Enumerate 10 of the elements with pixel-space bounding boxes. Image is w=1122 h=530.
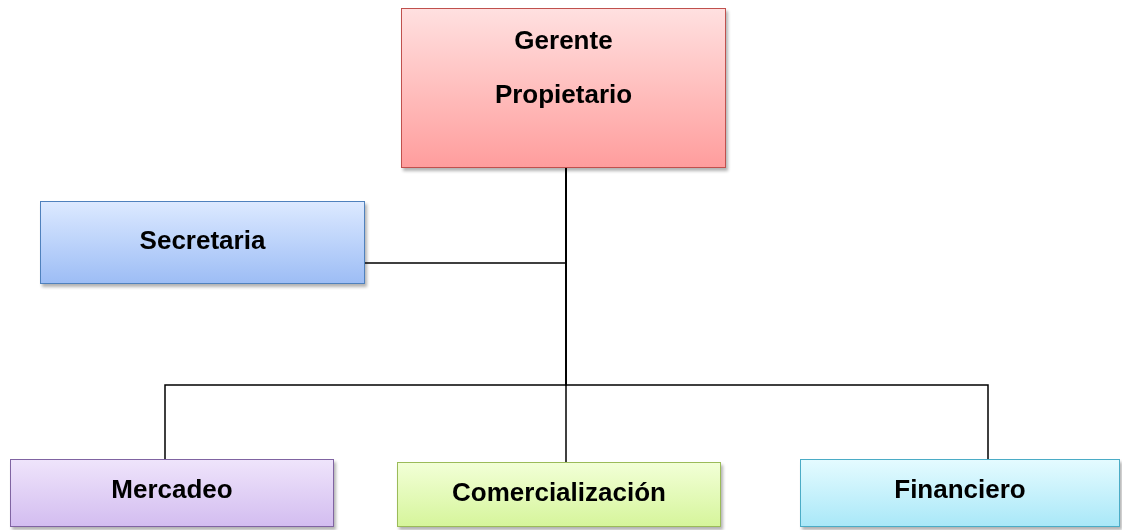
box-label: Financiero xyxy=(894,473,1026,506)
org-box xyxy=(10,459,334,527)
box-label: Secretaria xyxy=(139,224,266,257)
org-box xyxy=(800,459,1120,527)
box-label: Gerente Propietario xyxy=(493,24,634,111)
org-box xyxy=(40,201,365,284)
org-box xyxy=(397,462,721,527)
box-label: Comercialización xyxy=(452,476,666,509)
org-box xyxy=(401,8,726,168)
box-label: Mercadeo xyxy=(111,473,233,506)
